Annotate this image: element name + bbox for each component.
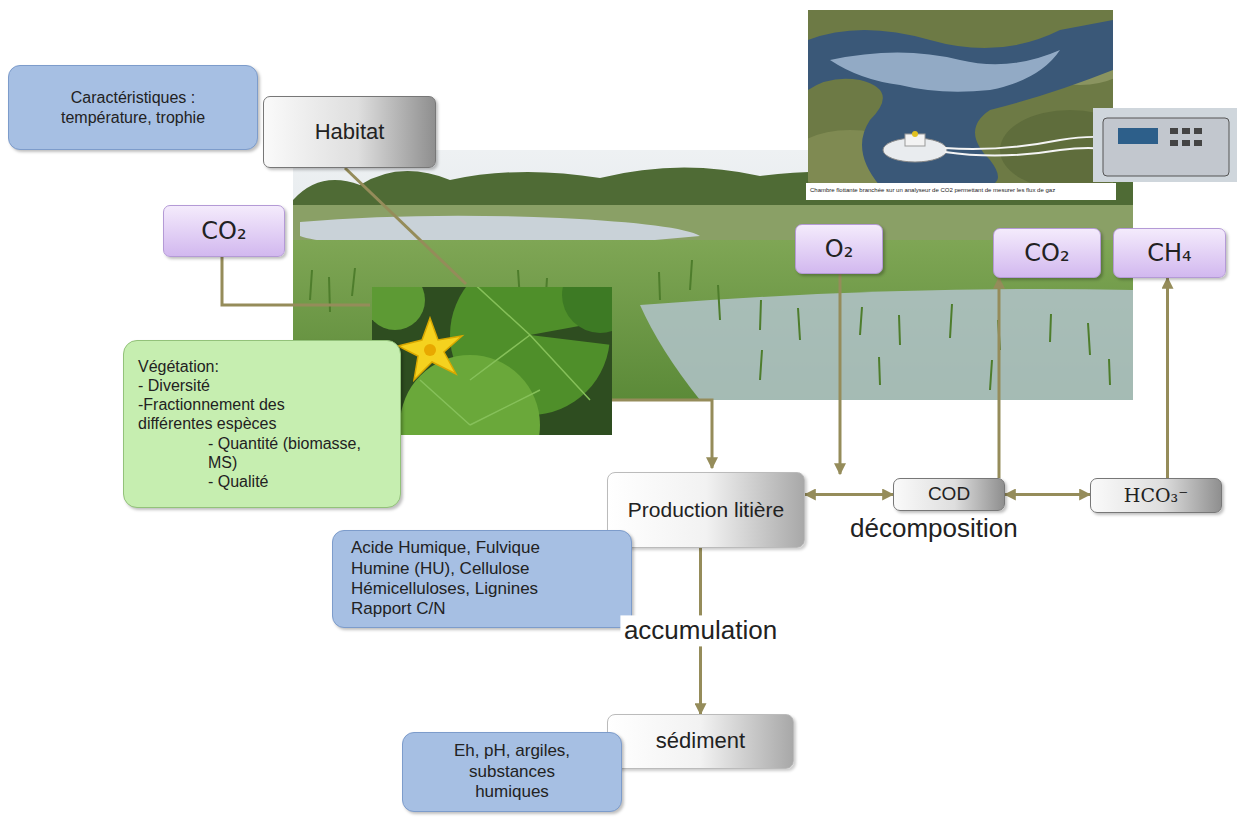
habitat-box: Habitat	[263, 96, 436, 168]
node-text: CO₂	[201, 217, 246, 246]
process-box: Production litière	[607, 472, 805, 548]
node-text: COD	[928, 483, 970, 506]
sediment-box: sédiment	[607, 714, 794, 769]
node-text: sédiment	[656, 728, 745, 754]
habitat-note: Caractéristiques : température, trophie	[8, 65, 258, 150]
vegetation-box: Végétation:- Diversité-Fractionnement de…	[123, 340, 401, 508]
node-text: -Fractionnement des différentes espèces	[138, 395, 338, 433]
flow-arrow	[998, 278, 1001, 478]
marsh-photo	[293, 150, 1133, 400]
node-text: Habitat	[315, 119, 385, 145]
water-lily-photo	[372, 287, 612, 435]
gas-box: CO₂	[163, 205, 285, 257]
node-text: Végétation:	[138, 357, 219, 376]
node-text: Eh, pH, argiles, substances humiques	[437, 741, 587, 802]
node-text: - Quantité (biomasse, MS)	[138, 434, 386, 472]
flow-arrow	[805, 493, 893, 496]
chamber-photo	[808, 10, 1113, 186]
node-text: Acide Humique, Fulvique Humine (HU), Cel…	[351, 538, 576, 620]
gas-box: CH₄	[1113, 228, 1226, 278]
node-text: Production litière	[628, 497, 784, 522]
edge-label: accumulation	[620, 615, 781, 646]
node-text: - Diversité	[138, 376, 210, 395]
analyser-inset	[1093, 108, 1237, 182]
photo-caption: Chambre flottante branchée sur un analys…	[810, 187, 1055, 194]
flow-arrow	[1166, 278, 1169, 478]
gas-box: O₂	[795, 224, 883, 274]
node-text: O₂	[825, 235, 854, 264]
node-text: CO₂	[1024, 239, 1069, 268]
flow-arrow	[1005, 493, 1090, 496]
sediment-note: Eh, pH, argiles, substances humiques	[402, 732, 622, 812]
node-text: HCO₃⁻	[1124, 484, 1188, 507]
pool-box: HCO₃⁻	[1090, 478, 1222, 513]
gas-box: CO₂	[993, 228, 1101, 278]
process-label: décomposition	[850, 513, 1018, 544]
node-text: CH₄	[1147, 239, 1191, 268]
pool-box: COD	[893, 478, 1005, 511]
composition-note: Acide Humique, Fulvique Humine (HU), Cel…	[332, 530, 632, 628]
caption-strip	[806, 183, 1116, 200]
node-text: Caractéristiques : température, trophie	[38, 88, 228, 126]
node-text: - Qualité	[138, 472, 268, 491]
